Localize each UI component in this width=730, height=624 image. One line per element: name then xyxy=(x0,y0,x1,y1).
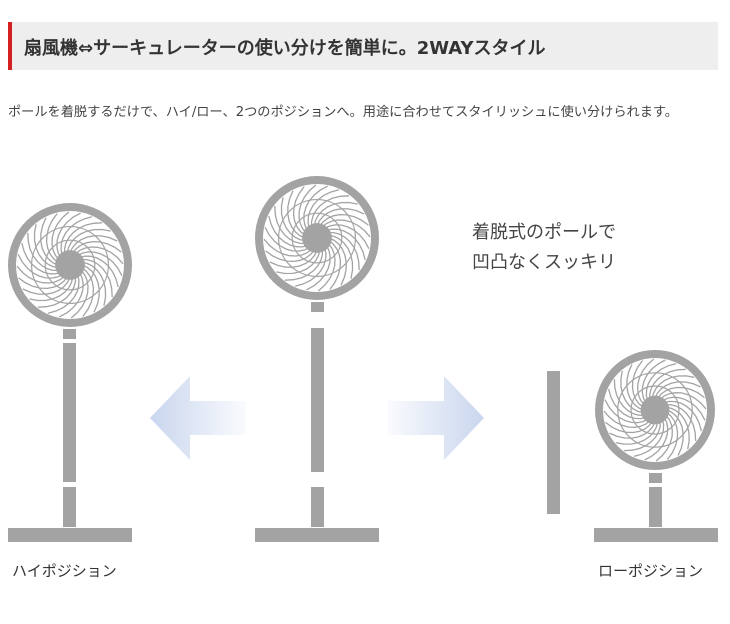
fan-illustration xyxy=(8,176,718,542)
fan-neck xyxy=(63,329,76,339)
callout-line-1: 着脱式のポールで xyxy=(472,222,616,243)
fan-neck xyxy=(649,473,662,483)
description-text: ポールを着脱するだけで、ハイ/ロー、2つのポジションへ。用途に合わせてスタイリッ… xyxy=(8,105,678,120)
caption-low-position: ローポジション xyxy=(598,562,704,580)
fan-center xyxy=(255,176,379,542)
fan-lower-pole xyxy=(63,487,76,527)
caption-high-position: ハイポジション xyxy=(12,562,117,580)
fan-head-high xyxy=(8,203,132,327)
fan-lower-pole xyxy=(311,487,324,527)
fan-neck xyxy=(311,302,324,312)
fan-base xyxy=(255,528,379,542)
section-heading: 扇風機⇔サーキュレーターの使い分けを簡単に。2WAYスタイル xyxy=(8,22,718,70)
arrow-left-icon xyxy=(150,376,246,460)
heading-title: 扇風機⇔サーキュレーターの使い分けを簡単に。2WAYスタイル xyxy=(24,38,546,59)
arrow-right-icon xyxy=(388,376,484,460)
fan-head-center xyxy=(255,176,379,300)
fan-low-position xyxy=(594,350,718,542)
fan-base xyxy=(8,528,132,542)
fan-upper-pole xyxy=(311,328,324,472)
fan-head-low xyxy=(595,350,715,470)
fan-high-position xyxy=(8,203,132,542)
detached-pole xyxy=(547,371,560,514)
fan-base xyxy=(594,528,718,542)
fan-lower-pole xyxy=(649,487,662,527)
callout-line-2: 凹凸なくスッキリ xyxy=(472,252,616,273)
fan-upper-pole xyxy=(63,343,76,482)
callout-text: 着脱式のポールで 凹凸なくスッキリ xyxy=(472,218,616,278)
